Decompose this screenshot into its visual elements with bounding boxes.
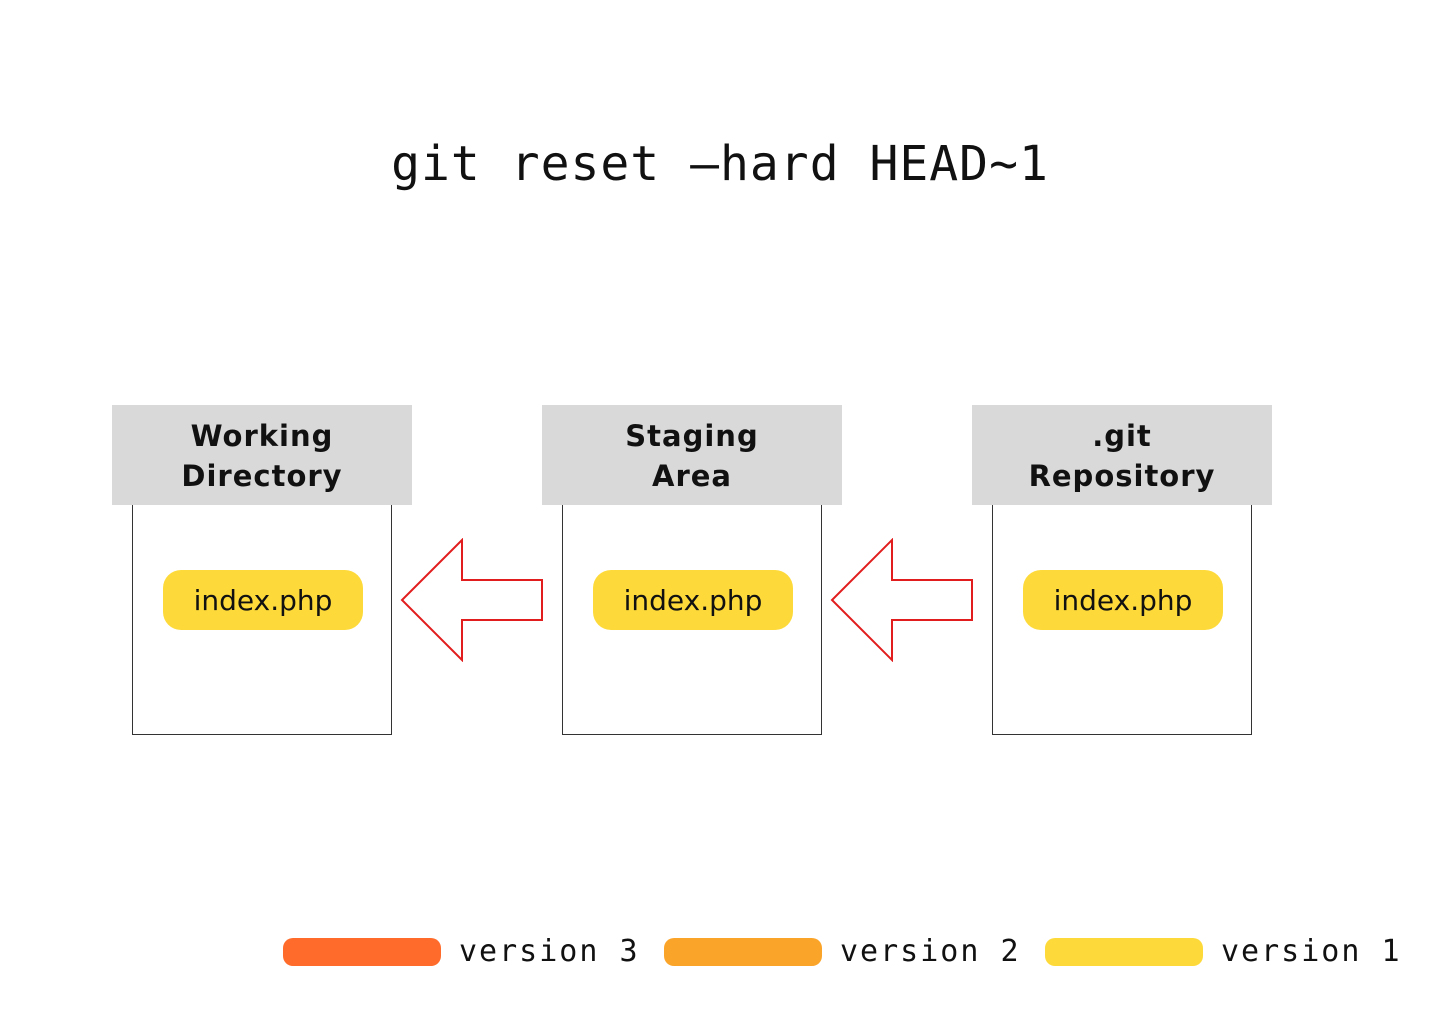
legend-swatch-version-2	[664, 938, 822, 966]
area-title-line1: .git	[1092, 419, 1152, 453]
staging-area: Staging Area index.php	[542, 405, 842, 735]
area-title-line1: Working	[190, 419, 334, 453]
working-directory-area: Working Directory index.php	[112, 405, 412, 735]
area-container: index.php	[992, 505, 1252, 735]
legend-swatch-version-1	[1045, 938, 1203, 966]
left-arrow-icon	[400, 538, 543, 662]
area-header: Staging Area	[542, 405, 842, 505]
git-repository-area: .git Repository index.php	[972, 405, 1272, 735]
area-header: Working Directory	[112, 405, 412, 505]
area-title-line2: Area	[652, 459, 732, 493]
area-container: index.php	[132, 505, 392, 735]
area-title-line2: Repository	[1028, 459, 1216, 493]
file-index-php: index.php	[163, 570, 363, 630]
area-container: index.php	[562, 505, 822, 735]
area-title-line2: Directory	[181, 459, 343, 493]
command-title: git reset —hard HEAD~1	[391, 136, 1049, 192]
legend-label-version-3: version 3	[459, 934, 640, 969]
left-arrow-icon	[830, 538, 973, 662]
legend-label-version-2: version 2	[840, 934, 1021, 969]
legend-swatch-version-3	[283, 938, 441, 966]
legend-label-version-1: version 1	[1221, 934, 1402, 969]
area-header: .git Repository	[972, 405, 1272, 505]
file-index-php: index.php	[593, 570, 793, 630]
file-index-php: index.php	[1023, 570, 1223, 630]
area-title-line1: Staging	[625, 419, 759, 453]
